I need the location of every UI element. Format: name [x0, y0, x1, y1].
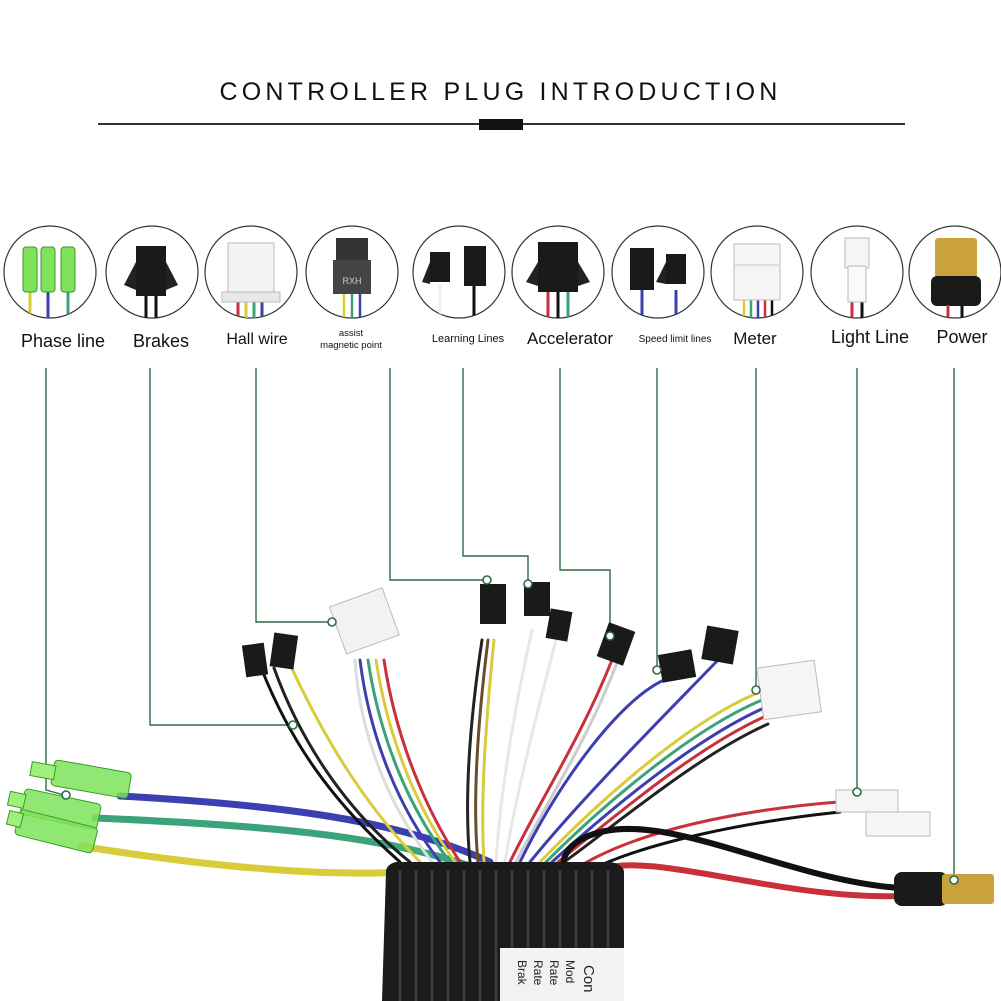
leader-lines	[45, 368, 955, 880]
wire-bundle	[76, 628, 903, 900]
plug-thumbnail-assist: RXH	[305, 225, 399, 319]
label-light-line: Light Line	[830, 327, 910, 347]
controller-sticker	[500, 948, 624, 1001]
leader-brakes	[149, 368, 293, 726]
plug-thumbnail-hall	[204, 225, 298, 319]
page-title: CONTROLLER PLUG INTRODUCTION	[219, 78, 782, 106]
leader-phase	[45, 368, 65, 796]
title-divider-accent	[479, 119, 523, 130]
plug-thumbnail-brakes	[105, 225, 199, 319]
plug-thumbnail-phase	[3, 225, 97, 319]
leader-dots	[61, 575, 959, 885]
label-speed-limit-lines: Speed limit lines	[638, 334, 712, 345]
accelerator-plug	[596, 622, 636, 666]
plug-thumbnail-accelerator	[511, 225, 605, 319]
leader-accelerator	[559, 368, 611, 636]
label-phase-line: Phase line	[20, 331, 106, 351]
leader-learning	[462, 368, 529, 584]
brakes-plug-a	[241, 642, 269, 678]
plug-thumbnail-meter	[710, 225, 804, 319]
label-accelerator: Accelerator	[527, 329, 613, 348]
assist-plug	[480, 584, 506, 624]
controller-sticker-line: Rate	[531, 960, 545, 986]
plug-thumbnail-power	[908, 225, 1001, 319]
controller-sticker-text: Con Mod Rate Rate Brak	[515, 960, 597, 993]
meter-plug	[756, 659, 822, 721]
connector-marking: RXH	[342, 276, 361, 286]
label-learning-lines: Learning Lines	[431, 333, 505, 345]
light-plug-b	[865, 811, 931, 837]
power-plug-housing	[894, 872, 948, 906]
label-hall-wire: Hall wire	[226, 331, 288, 348]
plug-thumbnail-light	[810, 225, 904, 319]
learning-plug-b	[545, 608, 573, 642]
label-magnetic-point: magnetic point	[320, 340, 382, 351]
controller-sticker-line: Rate	[547, 960, 561, 986]
phase-connectors	[5, 759, 132, 854]
controller-sticker-line: Con	[580, 965, 597, 993]
controller-box: Con Mod Rate Rate Brak	[382, 862, 624, 1001]
controller-sticker-line: Brak	[515, 960, 529, 986]
label-brakes: Brakes	[132, 331, 190, 351]
label-assist: assist	[338, 328, 364, 339]
brakes-plug-b	[269, 632, 299, 670]
light-plug-a	[835, 789, 899, 813]
label-power: Power	[936, 327, 988, 347]
leader-hall	[255, 368, 332, 623]
plug-thumbnail-speed	[611, 225, 705, 319]
speed-plug-a	[657, 649, 697, 683]
speed-plug-b	[701, 625, 739, 665]
controller-sticker-line: Mod	[563, 960, 577, 983]
hall-plug	[328, 587, 400, 655]
bundle-plugs	[241, 582, 994, 906]
label-meter: Meter	[733, 329, 777, 348]
plug-thumbnail-learning	[412, 225, 506, 319]
leader-assist	[389, 368, 487, 581]
